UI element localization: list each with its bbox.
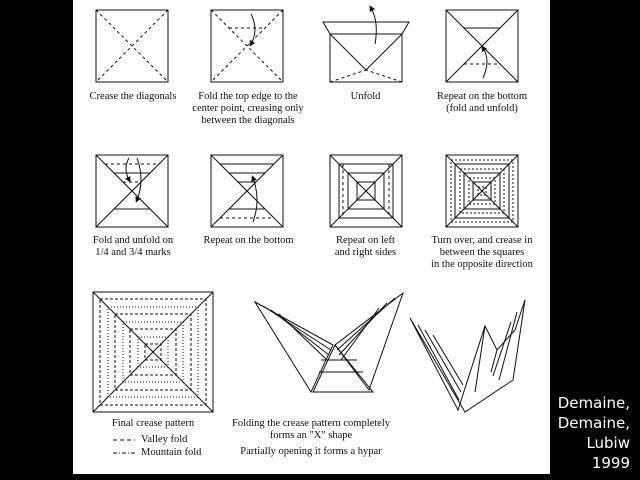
- caption-step1: Crease the diagonals: [89, 91, 177, 102]
- caption-step3: Unfold: [350, 91, 381, 102]
- final-crease-pattern: [92, 291, 214, 413]
- step8-square: [445, 154, 519, 228]
- step3-square: [322, 5, 410, 83]
- step2-square: [210, 9, 284, 83]
- caption-step4: Repeat on the bottom(fold and unfold): [436, 91, 528, 114]
- step5-square: [95, 154, 169, 228]
- legend-valley: Valley fold: [141, 434, 188, 445]
- step7-square: [329, 154, 403, 228]
- caption-hypar: Partially opening it forms a hypar: [240, 446, 382, 457]
- step4-square: [445, 9, 519, 83]
- step6-square: [210, 154, 284, 228]
- caption-final: Final crease pattern: [111, 418, 195, 429]
- caption-step6: Repeat on the bottom: [203, 235, 294, 246]
- author-credit: Demaine, Demaine, Lubiw 1999: [557, 394, 630, 472]
- fold-illustrations: [92, 5, 526, 454]
- step1-square: [95, 9, 169, 83]
- legend-mountain: Mountain fold: [141, 447, 202, 458]
- hypar-figure: [409, 299, 526, 413]
- x-shape-figure: [253, 291, 405, 394]
- diagram-sheet: Crease the diagonals Fold the top edge t…: [73, 0, 550, 474]
